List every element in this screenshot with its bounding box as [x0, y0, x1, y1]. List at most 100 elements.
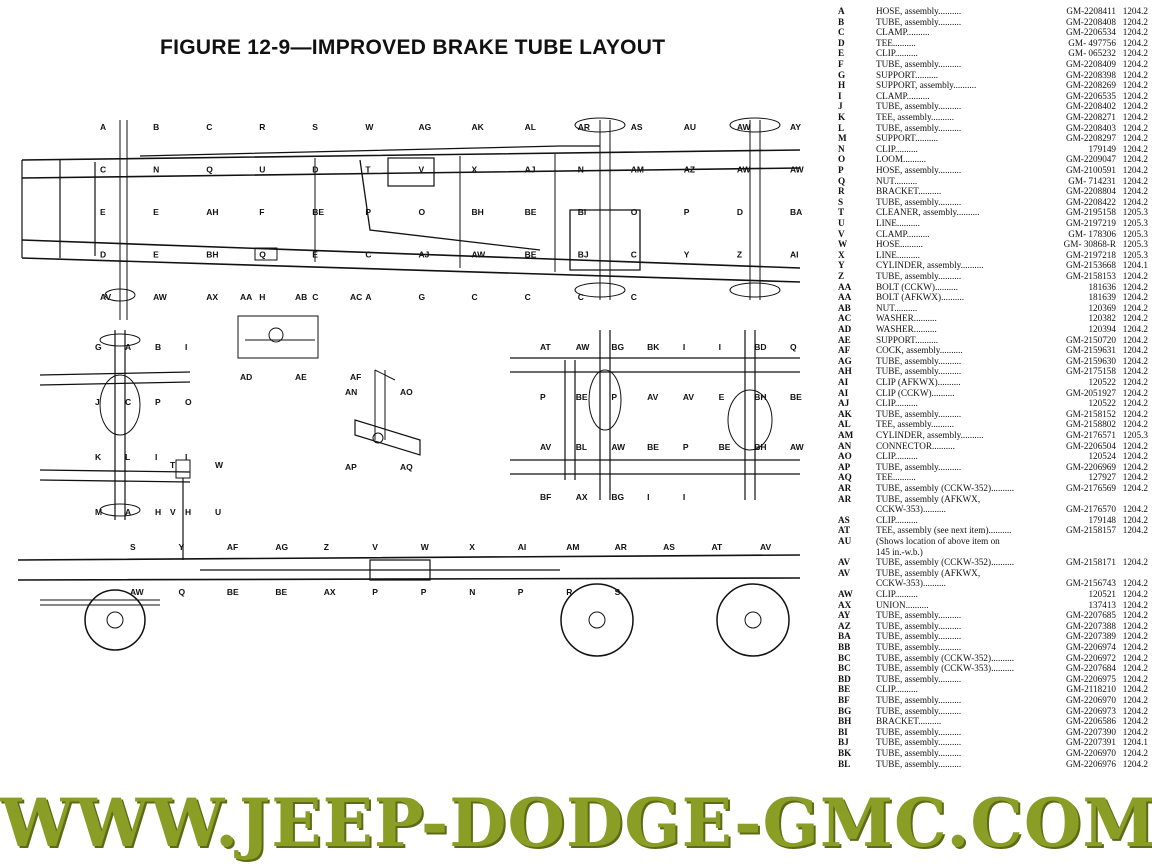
- part-number: GM-2206969: [1065, 461, 1116, 472]
- part-description: (Shows location of above item on: [876, 536, 1000, 546]
- callout-label: AW: [790, 442, 805, 452]
- part-key: S: [838, 196, 844, 207]
- figure-reference: 1204.2: [1122, 59, 1148, 69]
- part-number: GM-2159630: [1065, 355, 1116, 366]
- part-description: CLAMP..........: [876, 90, 930, 101]
- part-description: TUBE, assembly (CCKW-352)..........: [876, 652, 1015, 663]
- part-key: AV: [838, 557, 851, 568]
- figure-reference: 1204.2: [1122, 196, 1148, 207]
- callout-label: E: [153, 250, 159, 260]
- callout-label: BL: [576, 442, 587, 452]
- figure-reference: 1204.2: [1122, 589, 1148, 599]
- part-number: GM-2209047: [1065, 154, 1116, 165]
- part-key: E: [838, 48, 845, 59]
- side-view: [17, 554, 801, 657]
- callout-label: AR: [578, 122, 590, 132]
- callout-label: BI: [578, 207, 587, 217]
- part-key: AG: [838, 355, 852, 366]
- callout-label: AS: [663, 542, 675, 552]
- figure-reference: 1204.2: [1122, 705, 1148, 716]
- part-number: GM-2158153: [1065, 271, 1116, 281]
- callout-label: T: [170, 460, 176, 470]
- watermark: WWW.JEEP-DODGE-GMC.COM: [0, 784, 1152, 862]
- figure-reference: 1204.2: [1122, 6, 1148, 16]
- figure-reference: 1204.2: [1122, 271, 1148, 281]
- callout-label: C: [312, 292, 318, 302]
- part-key: D: [838, 37, 845, 48]
- part-number: GM-2206973: [1065, 705, 1116, 716]
- figure-reference: 1204.2: [1122, 461, 1148, 472]
- callout-label: AW: [737, 122, 752, 132]
- part-number: GM-2153668: [1065, 260, 1116, 271]
- part-number: GM-2206970: [1065, 695, 1116, 705]
- callout-label: S: [130, 542, 136, 552]
- figure-reference: 1204.2: [1122, 175, 1148, 186]
- callout-label: AV: [760, 542, 772, 552]
- part-number: 137413: [1088, 599, 1116, 610]
- part-key: BB: [838, 642, 851, 652]
- callout-label: BH: [754, 392, 766, 402]
- front-axle-view: [39, 330, 191, 520]
- part-key: AS: [838, 514, 850, 525]
- part-description: SUPPORT..........: [876, 334, 939, 345]
- figure-reference: 1205.3: [1122, 207, 1148, 218]
- part-description: SUPPORT, assembly..........: [876, 80, 977, 91]
- part-key: BJ: [838, 737, 849, 748]
- part-number: GM-2208408: [1065, 16, 1116, 27]
- part-description: CLEANER, assembly..........: [876, 207, 980, 218]
- part-key: AY: [838, 610, 851, 621]
- part-number: 181636: [1088, 281, 1116, 292]
- part-description: TUBE, assembly..........: [876, 355, 962, 366]
- part-number: 120521: [1088, 589, 1116, 599]
- part-key: P: [838, 165, 844, 175]
- figure-reference: 1204.2: [1122, 366, 1148, 377]
- part-key: AH: [838, 366, 852, 377]
- part-description: CLIP..........: [876, 451, 918, 462]
- part-description: LOOM..........: [876, 154, 927, 165]
- callout-label: D: [312, 165, 318, 175]
- callout-label: AG: [419, 122, 432, 132]
- part-key: AW: [838, 589, 853, 599]
- part-description: CLAMP..........: [876, 228, 930, 239]
- callout-label: AX: [206, 292, 218, 302]
- part-number: 120522: [1088, 398, 1116, 409]
- callout-label: AW: [153, 292, 168, 302]
- part-key: AA: [838, 281, 852, 292]
- part-description: CLIP (CCKW)..........: [876, 387, 955, 398]
- part-description: TUBE, assembly (AFKWX,: [876, 493, 981, 504]
- figure-reference: 1204.2: [1122, 80, 1148, 91]
- callout-label: W: [215, 460, 224, 470]
- part-description: CCKW-353)..........: [876, 504, 946, 515]
- part-description: TUBE, assembly..........: [876, 620, 962, 631]
- callout-label: X: [472, 165, 478, 175]
- callout-label: E: [100, 207, 106, 217]
- part-description: HOSE..........: [876, 239, 923, 250]
- parts-list-row: AU (Shows location of above item on: [838, 536, 1152, 547]
- part-key: AU: [838, 536, 852, 546]
- part-number: GM-2206504: [1065, 440, 1116, 451]
- figure-reference: 1205.3: [1122, 430, 1148, 440]
- figure-reference: 1204.2: [1122, 440, 1148, 451]
- part-number: GM-2206974: [1065, 642, 1116, 652]
- part-number: GM-2100591: [1065, 165, 1116, 175]
- figure-reference: 1204.2: [1122, 419, 1148, 430]
